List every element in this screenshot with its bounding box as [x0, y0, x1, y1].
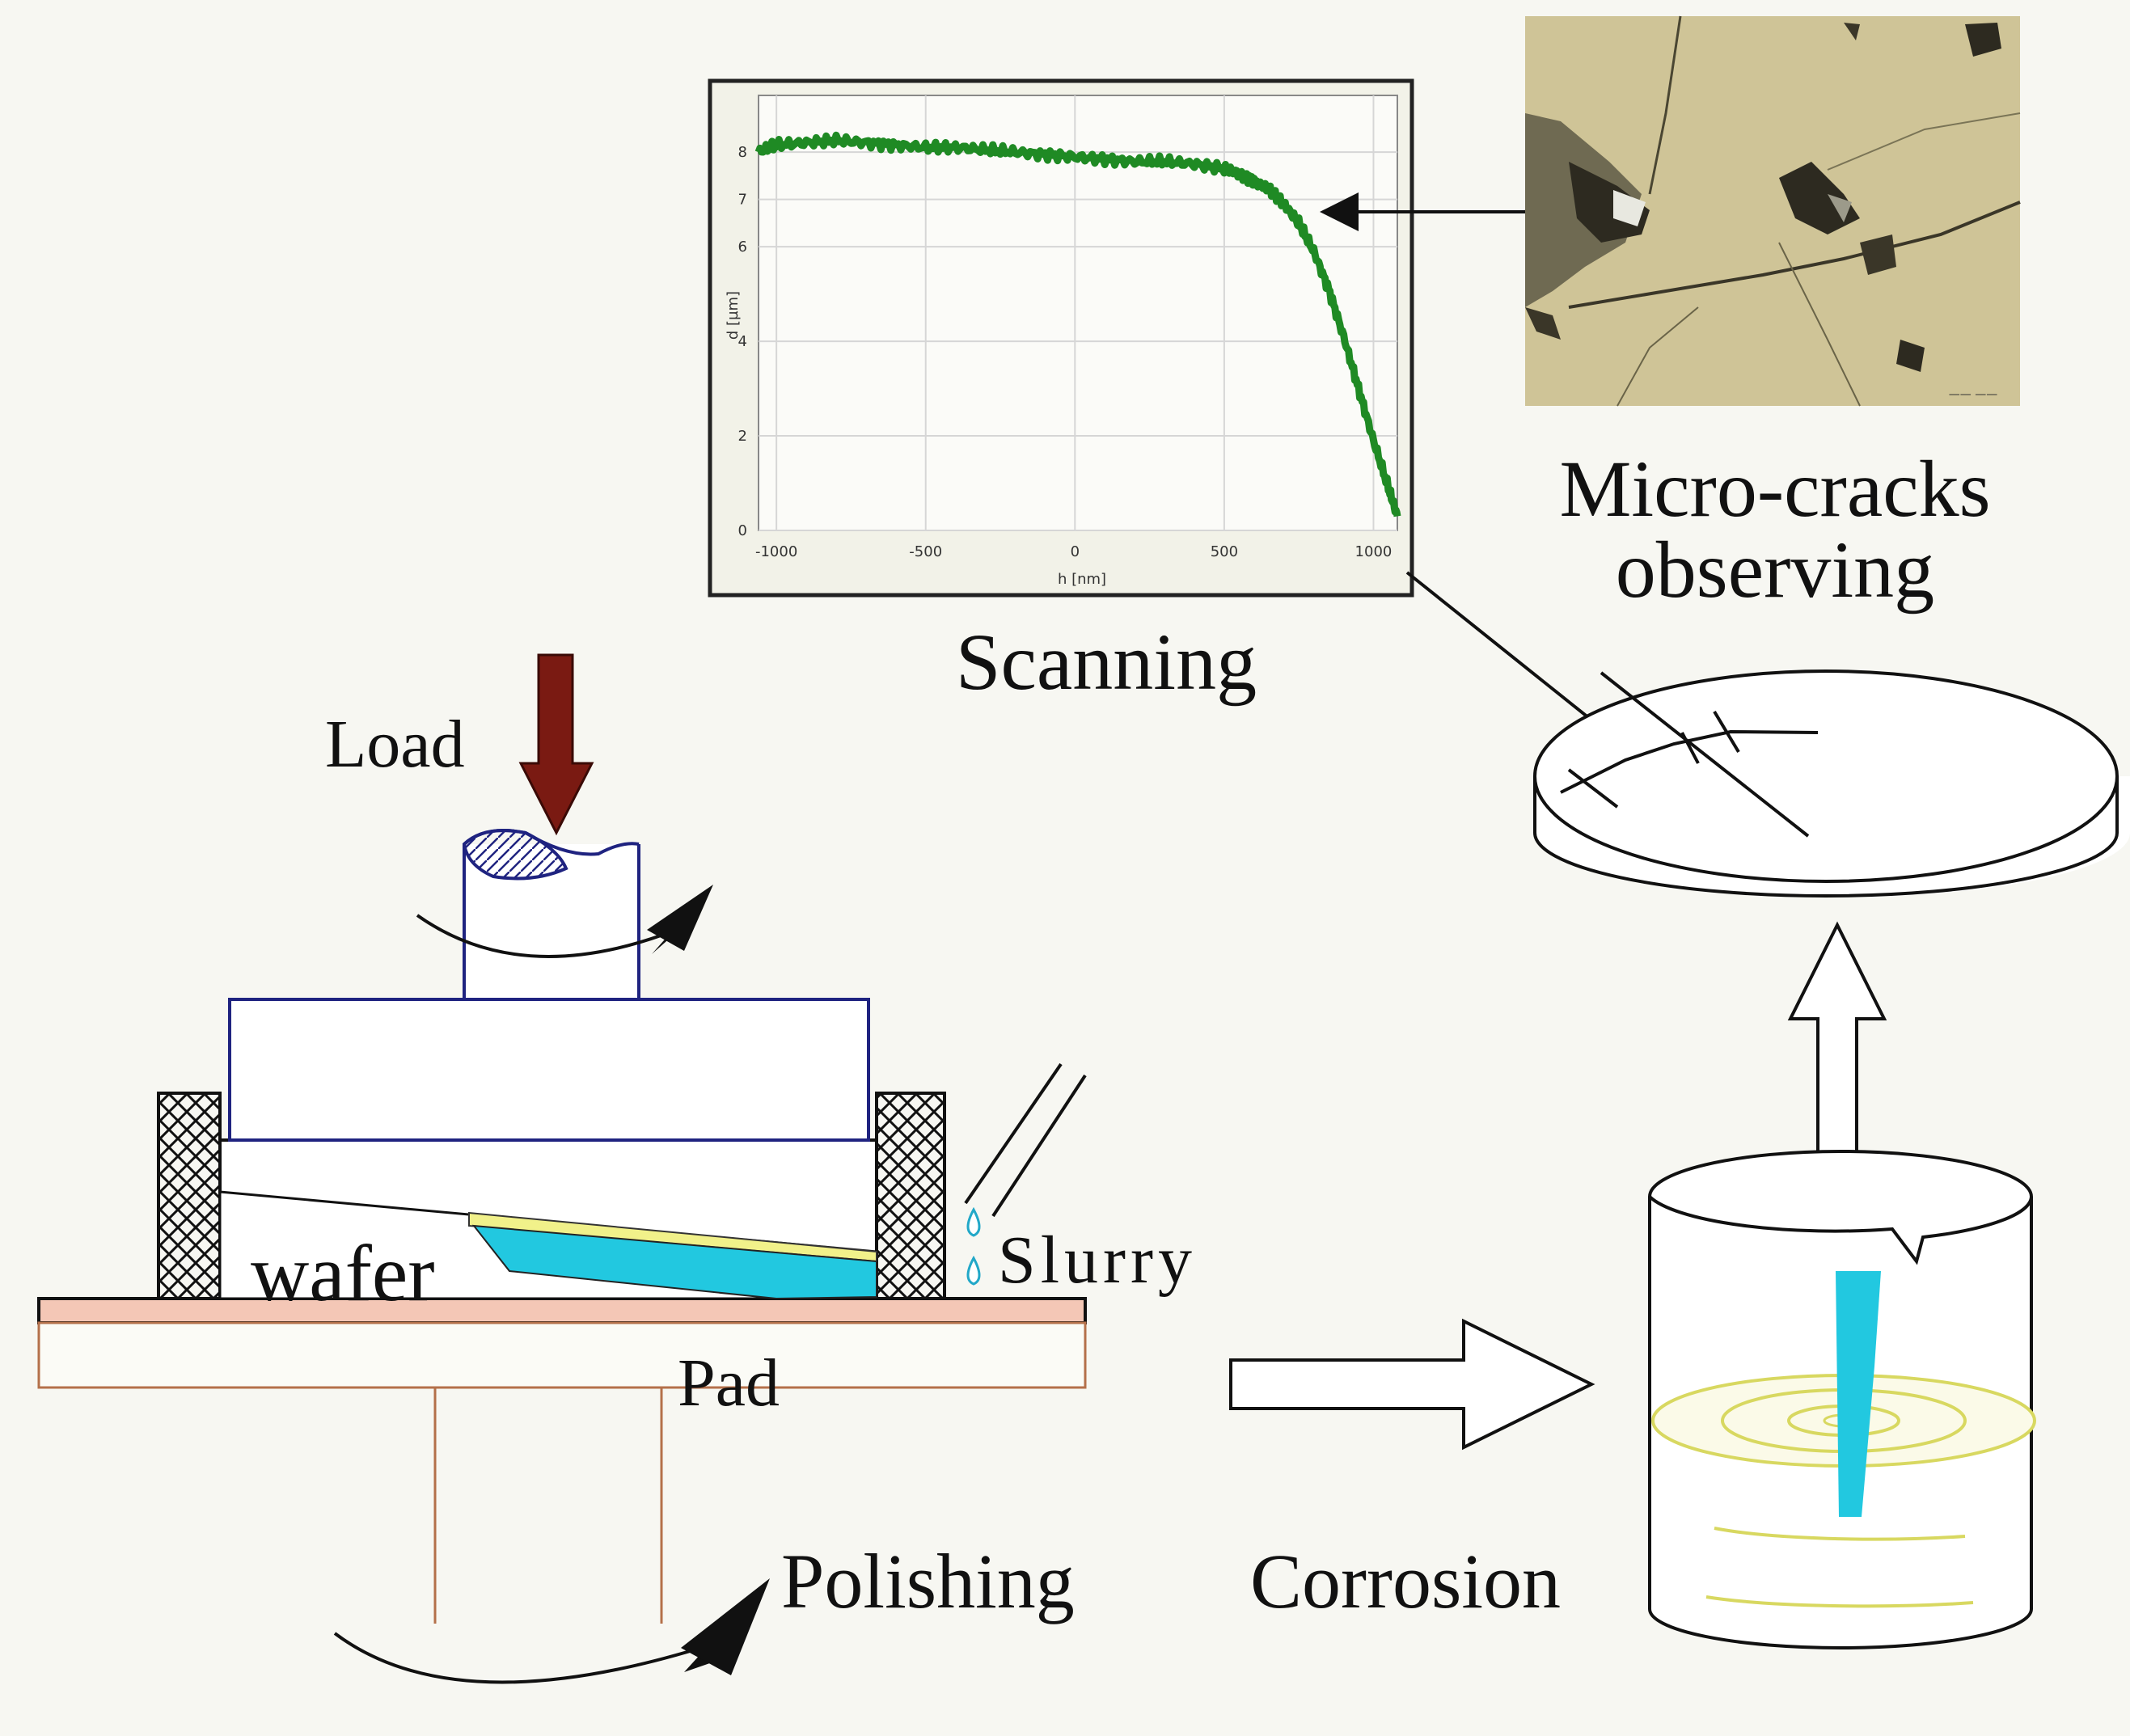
scanning-label: Scanning [956, 617, 1257, 707]
chart-xlabel: h [nm] [1058, 571, 1106, 588]
retaining-ring-right [877, 1093, 945, 1299]
carrier-head [230, 999, 868, 1140]
y-tick-label: 0 [738, 522, 747, 539]
x-tick-label: -1000 [755, 543, 797, 560]
x-tick-label: 500 [1211, 543, 1238, 560]
polishing-apparatus [39, 655, 1085, 1683]
micrograph-image: —— —— [1525, 16, 2020, 406]
y-tick-label: 6 [738, 239, 747, 256]
slurry-drop-2 [968, 1258, 979, 1284]
pad-label: Pad [678, 1345, 780, 1421]
load-arrow [521, 655, 592, 833]
polishing-to-corrosion-arrow [1231, 1321, 1591, 1447]
y-tick-label: 8 [738, 144, 747, 161]
retaining-ring-left [158, 1093, 220, 1299]
micro-cracks-label: Micro-cracks [1559, 444, 1990, 534]
corrosion-label: Corrosion [1250, 1538, 1561, 1624]
cracked-wafer-disc [1535, 671, 2130, 898]
corrosion-beaker [1650, 1151, 2035, 1648]
wafer-label: wafer [251, 1228, 435, 1318]
pad-top-layer [39, 1299, 1085, 1323]
pad-plate [39, 1323, 1085, 1388]
observing-label: observing [1616, 525, 1934, 615]
x-tick-label: 1000 [1355, 543, 1393, 560]
x-tick-label: -500 [909, 543, 942, 560]
slurry-label: Slurry [998, 1223, 1197, 1298]
y-tick-label: 7 [738, 192, 747, 209]
chart-ylabel: d [µm] [725, 291, 742, 340]
micrograph-scale-bar: —— —— [1949, 388, 1997, 401]
slurry-drop-1 [968, 1210, 979, 1235]
x-tick-label: 0 [1071, 543, 1080, 560]
pad-rotation-arrow [335, 1633, 695, 1683]
polishing-label: Polishing [781, 1538, 1075, 1624]
load-label: Load [325, 707, 465, 782]
y-tick-label: 2 [738, 428, 747, 445]
